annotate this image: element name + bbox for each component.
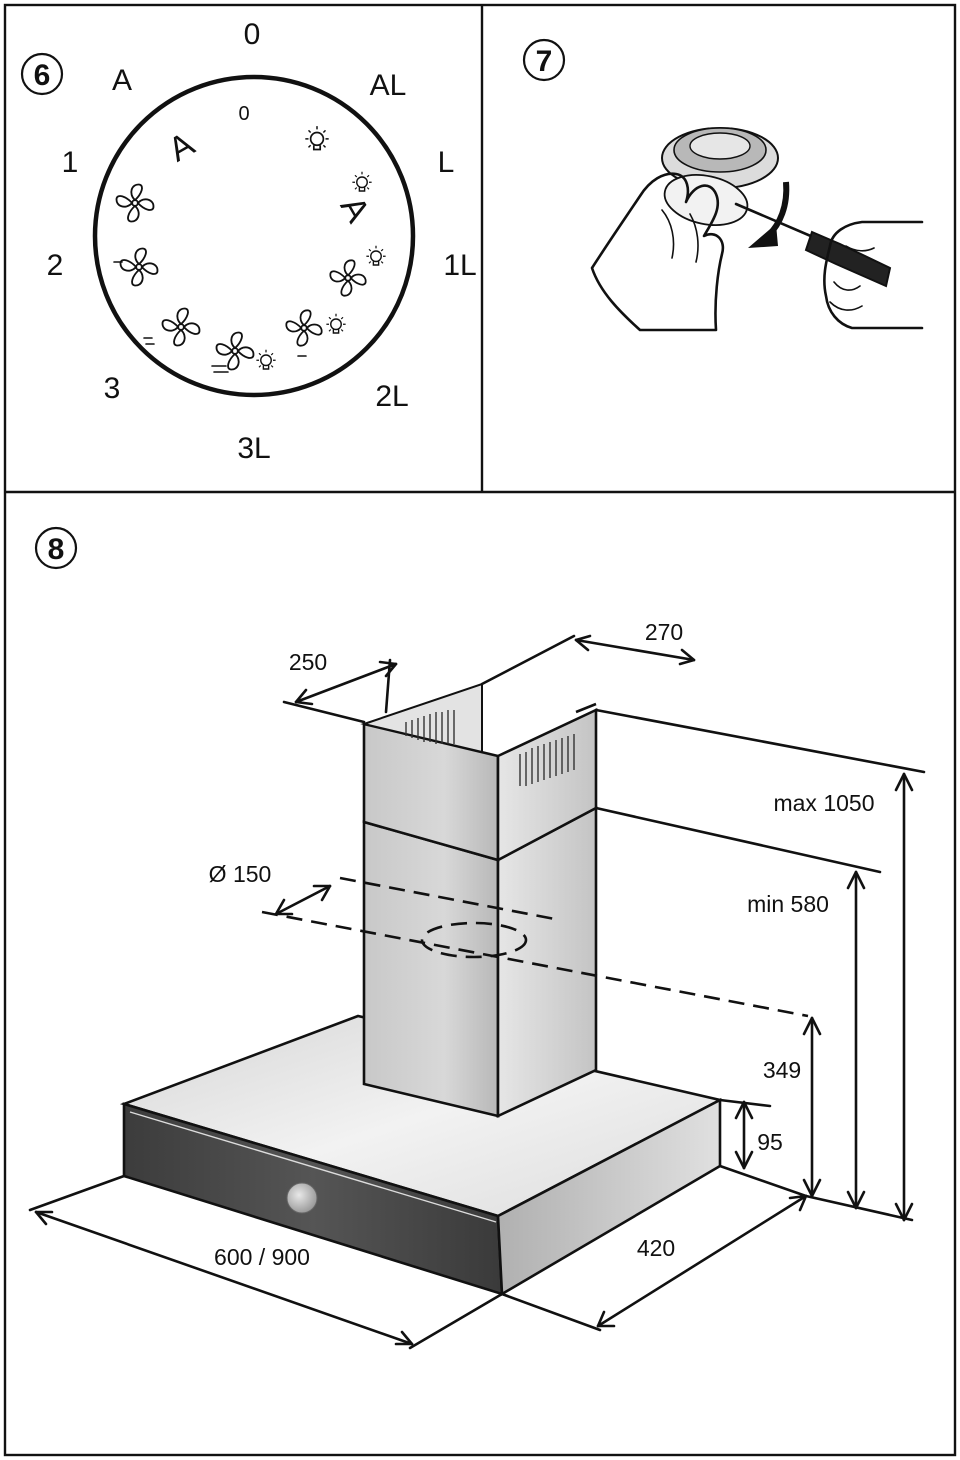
fan-speed-2-icon — [119, 247, 159, 287]
dial-label-1l: 1L — [443, 249, 476, 282]
fan-speed-1-icon — [115, 183, 155, 223]
extension-lines — [28, 634, 926, 1350]
dim-max-height: max 1050 — [773, 790, 874, 816]
dial-inner-label-a-auto-light: A — [333, 190, 377, 229]
step-6-number: 6 — [34, 59, 51, 92]
dimension-arrows — [34, 634, 914, 1346]
dial-label-a: A — [112, 64, 132, 97]
hood-chimney — [360, 682, 598, 1119]
fan-speed-2-light-icon — [285, 309, 323, 347]
vent-slots-left — [405, 710, 455, 744]
fan-speed-3-light-icon — [215, 331, 255, 371]
light-bulb-icon — [325, 312, 347, 334]
dim-outlet-height: 349 — [763, 1057, 801, 1083]
dim-depth-top: 270 — [645, 619, 683, 645]
lamp-fixture — [661, 127, 779, 226]
panel-7-lamp-removal: 7 — [522, 38, 924, 332]
dial-label-1: 1 — [62, 146, 79, 179]
rotate-arrow-icon — [765, 181, 790, 239]
dim-min-height: min 580 — [747, 891, 829, 917]
dim-width-top: 250 — [289, 649, 327, 675]
speed-3-mark — [143, 337, 155, 345]
dial-label-l: L — [438, 146, 455, 179]
panel-8-dimensions: 8 — [28, 526, 926, 1350]
light-bulb-icon — [255, 348, 277, 370]
dim-hood-depth: 420 — [637, 1235, 675, 1261]
left-hand — [590, 172, 725, 332]
dial-label-al: AL — [370, 69, 407, 102]
dim-hood-width: 600 / 900 — [214, 1244, 310, 1270]
control-dial — [92, 74, 416, 398]
step-6-badge: 6 — [20, 52, 64, 96]
control-knob — [286, 1182, 318, 1214]
light-bulb-icon — [365, 244, 387, 266]
step-8-badge: 8 — [34, 526, 78, 570]
fan-speed-1-light-icon — [329, 259, 367, 297]
dial-label-0: 0 — [244, 18, 261, 51]
step-8-number: 8 — [48, 533, 65, 566]
dial-label-3: 3 — [104, 372, 121, 405]
vent-slots-right — [519, 734, 575, 786]
dial-label-2l: 2L — [375, 380, 408, 413]
chimney-lower-side — [496, 805, 598, 1119]
page-frame — [3, 3, 957, 1457]
dial-label-2: 2 — [47, 249, 64, 282]
duct-outlet-guides — [261, 876, 809, 1018]
dim-canopy-height: 95 — [757, 1129, 783, 1155]
rotate-arrowhead — [748, 224, 778, 248]
light-bulb-icon — [351, 170, 373, 192]
dial-inner-label-a-auto: A — [162, 125, 201, 169]
step-7-number: 7 — [536, 45, 553, 78]
chimney-lower-front — [362, 820, 500, 1118]
step-7-badge: 7 — [522, 38, 566, 82]
dim-duct-diameter: Ø 150 — [209, 861, 272, 887]
light-bulb-icon — [304, 125, 330, 151]
right-hand — [823, 220, 924, 330]
speed-3-light-mark — [211, 365, 229, 373]
dial-label-3l: 3L — [237, 432, 270, 465]
panel-6-control-dial: 6 0 A AL 1 L 2 1L 3 2L 3L 0 A A — [20, 18, 477, 465]
dial-inner-label-0: 0 — [238, 103, 249, 125]
fan-speed-3-icon — [161, 307, 201, 347]
